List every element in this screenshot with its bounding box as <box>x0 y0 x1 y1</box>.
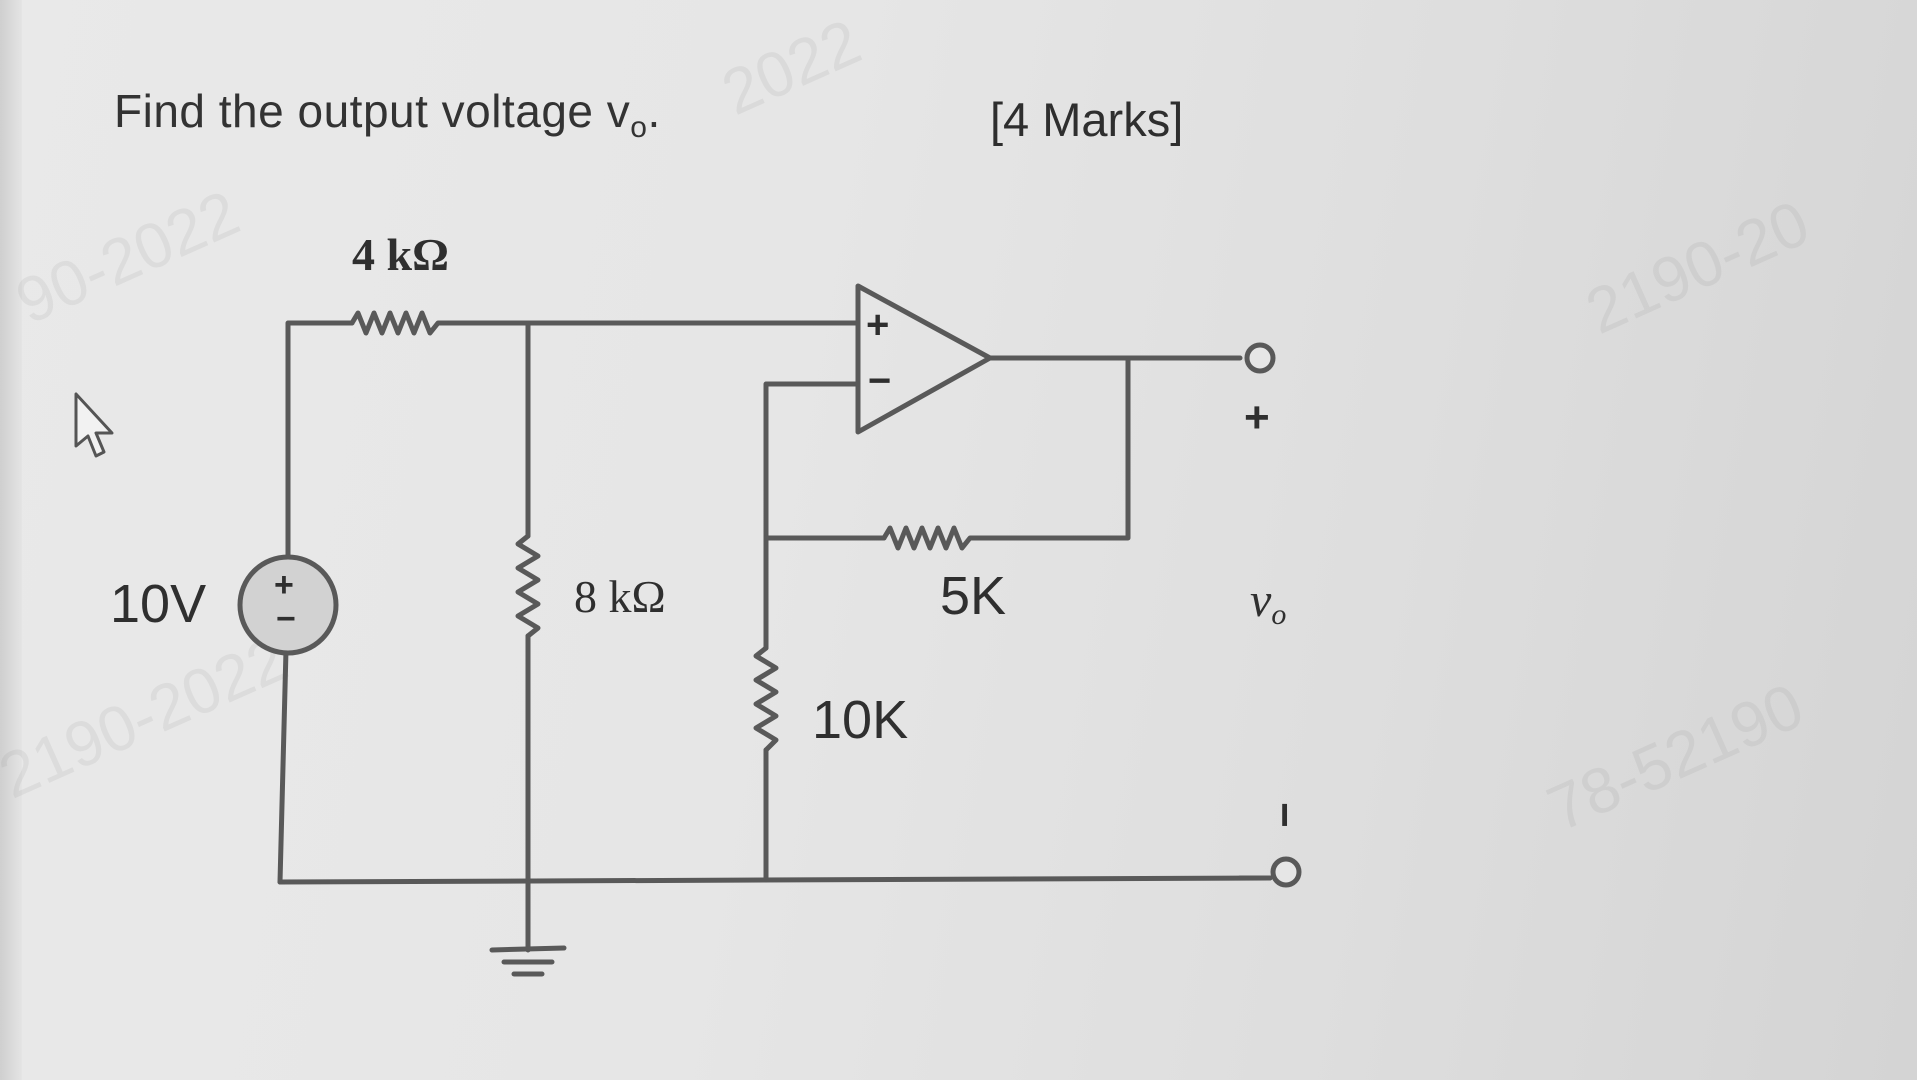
rg-label: 10K <box>812 690 908 750</box>
resistor-4k <box>349 310 453 336</box>
resistor-8k <box>515 533 541 639</box>
wire-feedback-right <box>979 355 1131 541</box>
voltage-source <box>237 554 339 656</box>
question-label: Find the output voltage v <box>114 85 631 137</box>
vo-label: vo <box>1250 574 1286 631</box>
opamp-minus-sign: − <box>868 359 891 403</box>
output-terminal-bottom <box>1270 856 1302 888</box>
mouse-pointer-icon <box>74 392 114 458</box>
question-subscript: o <box>630 111 648 145</box>
wire-source-bottom <box>277 647 289 885</box>
wire-inverting <box>763 381 861 541</box>
left-border <box>0 0 22 1080</box>
vo-subscript: o <box>1271 598 1286 631</box>
source-minus-sign: − <box>276 600 296 638</box>
output-terminal-top <box>1244 342 1276 374</box>
source-plus-sign: + <box>274 566 294 604</box>
output-minus-sign: − <box>1260 802 1309 828</box>
resistor-10k <box>753 645 779 753</box>
wire-bottom <box>277 875 1273 885</box>
wire-source-top <box>285 320 355 575</box>
source-label: 10V <box>110 574 206 634</box>
r1-label: 4 kΩ <box>352 229 449 280</box>
opamp-plus-sign: + <box>866 303 889 347</box>
ground-line-1 <box>489 945 567 953</box>
question-period: . <box>647 85 661 137</box>
vo-letter: v <box>1250 574 1272 627</box>
rf-label: 5K <box>940 566 1006 626</box>
r2-label: 8 kΩ <box>574 571 666 622</box>
opamp-triangle <box>855 283 993 435</box>
resistor-5k <box>881 525 985 551</box>
marks-label: [4 Marks] <box>990 93 1184 146</box>
question-text: Find the output voltage vo. <box>114 84 661 145</box>
output-plus-sign: + <box>1244 393 1270 442</box>
